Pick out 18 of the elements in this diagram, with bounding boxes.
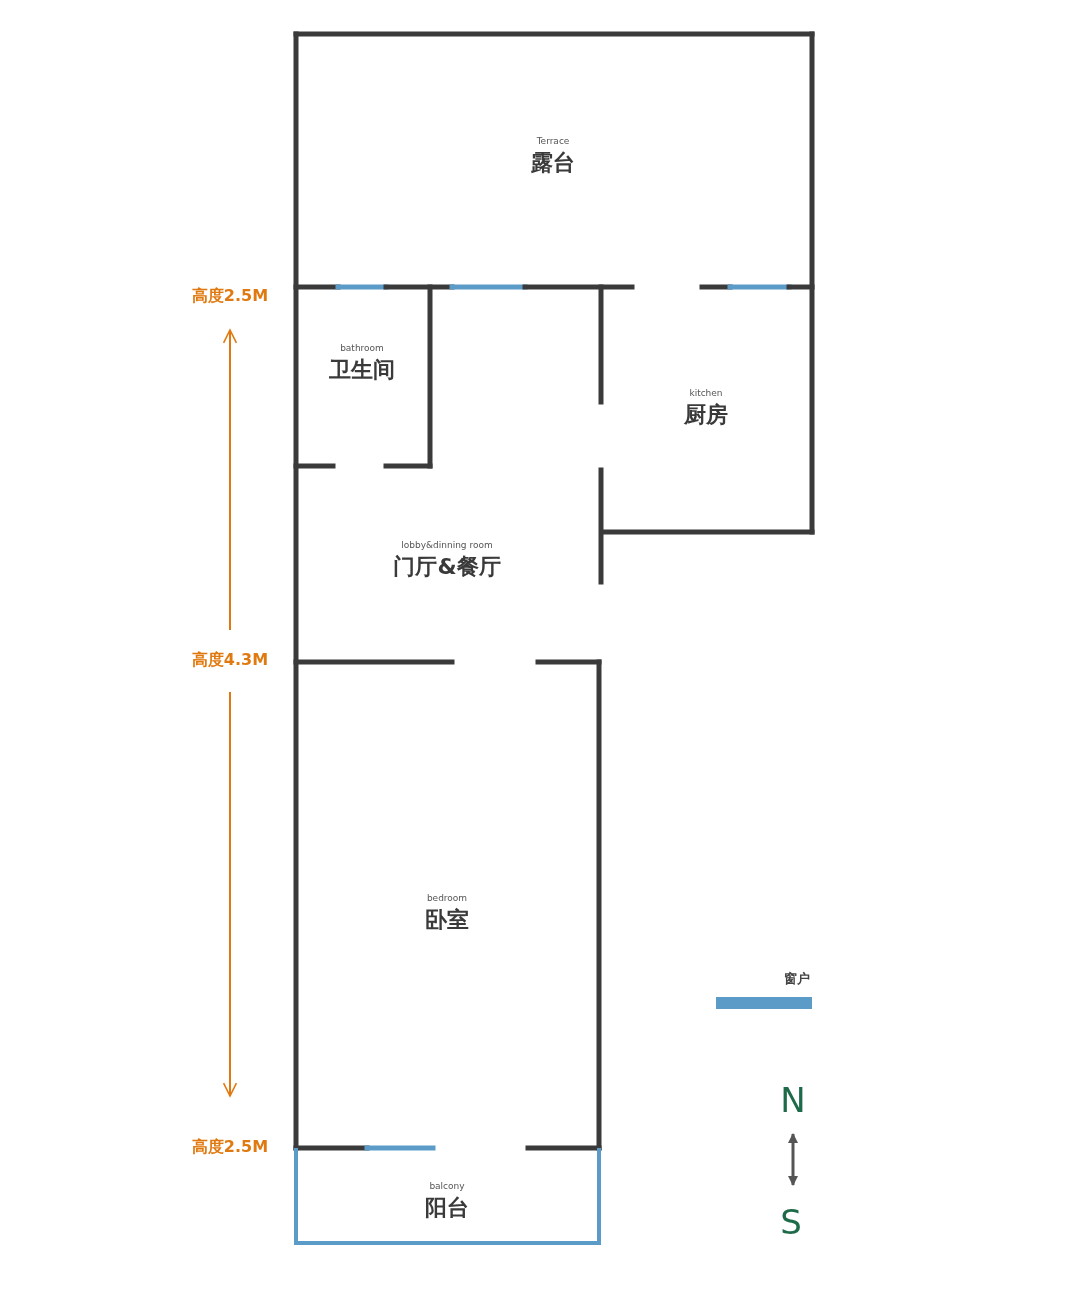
height-label: 高度4.3M bbox=[191, 649, 269, 671]
room-caption: balcony bbox=[429, 1181, 465, 1191]
room-caption: bedroom bbox=[426, 893, 468, 903]
room-caption: bathroom bbox=[340, 343, 384, 353]
room-caption: Terrace bbox=[536, 136, 570, 146]
room-caption: lobby&dinning room bbox=[401, 540, 493, 550]
height-label: 高度2.5M bbox=[191, 1136, 269, 1158]
room-name: 阳台 bbox=[425, 1194, 469, 1222]
compass-letter: N bbox=[780, 1080, 806, 1120]
room-name: 厨房 bbox=[684, 401, 728, 429]
room-name: 卫生间 bbox=[329, 356, 395, 384]
legend-label: 窗户 bbox=[784, 970, 810, 988]
room-name: 露台 bbox=[531, 149, 575, 177]
compass-letter: S bbox=[780, 1202, 802, 1242]
room-caption: kitchen bbox=[689, 388, 723, 398]
room-name: 卧室 bbox=[425, 906, 469, 934]
room-name: 门厅&餐厅 bbox=[393, 553, 501, 581]
height-label: 高度2.5M bbox=[191, 285, 269, 307]
